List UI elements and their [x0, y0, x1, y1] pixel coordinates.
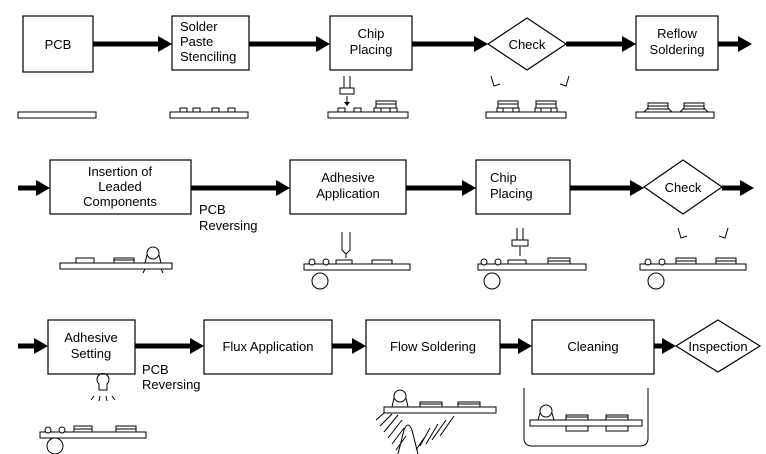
row1-arrows [93, 36, 752, 52]
arrow-head [462, 180, 476, 196]
step-cleaning: Cleaning [531, 319, 655, 375]
step-label-line: PCB [45, 37, 72, 52]
illustration-chip-placing-nozzle [327, 76, 409, 119]
arrow-head [662, 338, 676, 354]
step-label-line: Inspection [688, 339, 747, 354]
step-box [531, 319, 655, 375]
arrow-head [316, 36, 330, 52]
arrow-head [36, 180, 50, 196]
step-reflow-soldering: Reflow Soldering [635, 15, 719, 71]
step-label-line: Flux Application [222, 339, 313, 354]
illustration-check-sensors-2 [639, 227, 747, 290]
step-label-line: Chip [358, 26, 385, 41]
illustration-board-reversed-3 [39, 425, 147, 454]
illustration-check-sensors [485, 75, 570, 119]
step-adhesive-application: Adhesive Application [289, 159, 407, 215]
row3-arrows [18, 338, 676, 354]
step-label-line: Paste [180, 34, 213, 49]
step-chip-placing-2: Chip Placing [475, 159, 571, 215]
step-box [365, 319, 501, 375]
illustration-bare-pcb [17, 111, 97, 119]
illustration-adhesive-dispenser [303, 232, 411, 290]
step-label-line: Stenciling [180, 49, 236, 64]
step-label-line: Chip [490, 170, 517, 185]
illustration-cleaning-tank [523, 388, 649, 447]
step-check: Check [486, 17, 568, 71]
arrow-head [158, 36, 172, 52]
step-box [203, 319, 333, 375]
step-label-line: Solder [180, 19, 218, 34]
step-label-line: Check [509, 37, 546, 52]
step-label-line: Reflow [657, 26, 697, 41]
step-label-line: Cleaning [567, 339, 618, 354]
step-inspection: Inspection [674, 319, 762, 373]
step-check-2: Check [642, 159, 724, 215]
note-line: PCB [142, 362, 169, 377]
row2-arrows [18, 180, 754, 196]
step-label-line: Placing [490, 186, 533, 201]
arrow-head [738, 36, 752, 52]
note-pcb-reversing-2: PCB Reversing [142, 362, 201, 392]
illustration-solder-wave [375, 389, 497, 454]
arrow-head [622, 36, 636, 52]
illustration-chip-placing-2 [477, 228, 587, 290]
step-box [635, 15, 719, 71]
decision-diamond [642, 159, 724, 215]
note-line: Reversing [199, 218, 258, 233]
arrow-head [474, 36, 488, 52]
decision-diamond [486, 17, 568, 71]
step-label-line: Placing [350, 42, 393, 57]
step-box [49, 159, 192, 215]
step-label-line: Soldering [650, 42, 705, 57]
illustration-pcb-with-paste [169, 107, 249, 119]
arrow-head [34, 338, 48, 354]
step-flow-soldering: Flow Soldering [365, 319, 501, 375]
note-line: PCB [199, 202, 226, 217]
step-chip-placing: Chip Placing [329, 15, 413, 71]
illustration-uv-curing-lamp [90, 373, 116, 402]
step-label-line: Check [665, 180, 702, 195]
step-box [171, 15, 250, 71]
arrow-head [630, 180, 644, 196]
step-label-line: Flow Soldering [390, 339, 476, 354]
step-box [22, 15, 94, 73]
arrow-head [352, 338, 366, 354]
step-box [47, 319, 136, 375]
step-flux-application: Flux Application [203, 319, 333, 375]
note-pcb-reversing-1: PCB Reversing [199, 202, 258, 233]
decision-diamond [674, 319, 762, 373]
step-box [329, 15, 413, 71]
step-label-line: Leaded [98, 179, 141, 194]
illustration-reflowed-board [635, 102, 715, 119]
illustration-leaded-components [59, 246, 173, 274]
step-pcb: PCB [22, 15, 94, 73]
arrow-head [276, 180, 290, 196]
step-label-line: Adhesive [321, 170, 374, 185]
step-label-line: Application [316, 186, 380, 201]
step-box [289, 159, 407, 215]
step-label-line: Setting [71, 346, 111, 361]
arrow-head [190, 338, 204, 354]
step-solder-paste-stenciling: Solder Paste Stenciling [171, 15, 250, 71]
step-label-line: Adhesive [64, 330, 117, 345]
step-label-line: Insertion of [88, 164, 153, 179]
step-box [475, 159, 571, 215]
arrow-head [518, 338, 532, 354]
arrow-head [740, 180, 754, 196]
note-line: Reversing [142, 377, 201, 392]
step-adhesive-setting: Adhesive Setting [47, 319, 136, 375]
step-insertion-of-leaded-components: Insertion of Leaded Components [49, 159, 192, 215]
step-label-line: Components [83, 194, 157, 209]
